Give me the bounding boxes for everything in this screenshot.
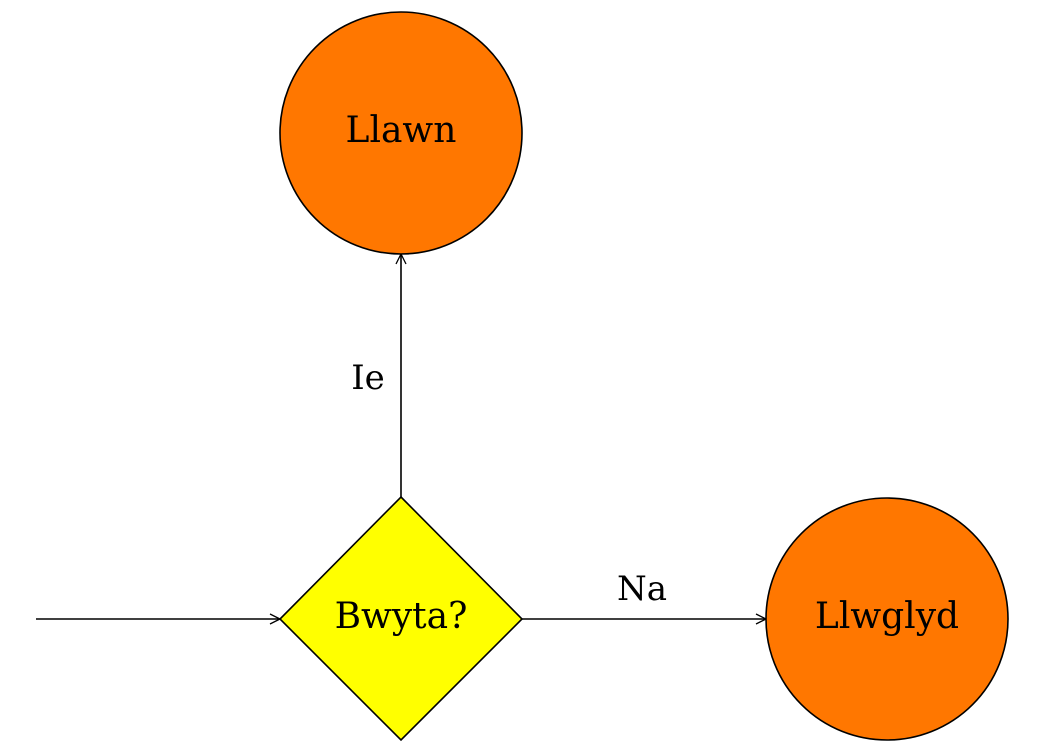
llwglyd-label: Llwglyd: [815, 596, 959, 637]
no-edge-label: Na: [617, 569, 667, 609]
decision-label: Bwyta?: [335, 596, 468, 637]
node-llwglyd: Llwglyd: [765, 497, 1009, 741]
node-llawn: Llawn: [279, 11, 523, 255]
decision-diamond: [278, 495, 524, 742]
yes-edge-label: Ie: [351, 358, 385, 398]
llawn-circle: [279, 11, 523, 255]
node-decision: Bwyta?: [278, 495, 524, 742]
llwglyd-circle: [765, 497, 1009, 741]
llawn-label: Llawn: [346, 110, 457, 151]
